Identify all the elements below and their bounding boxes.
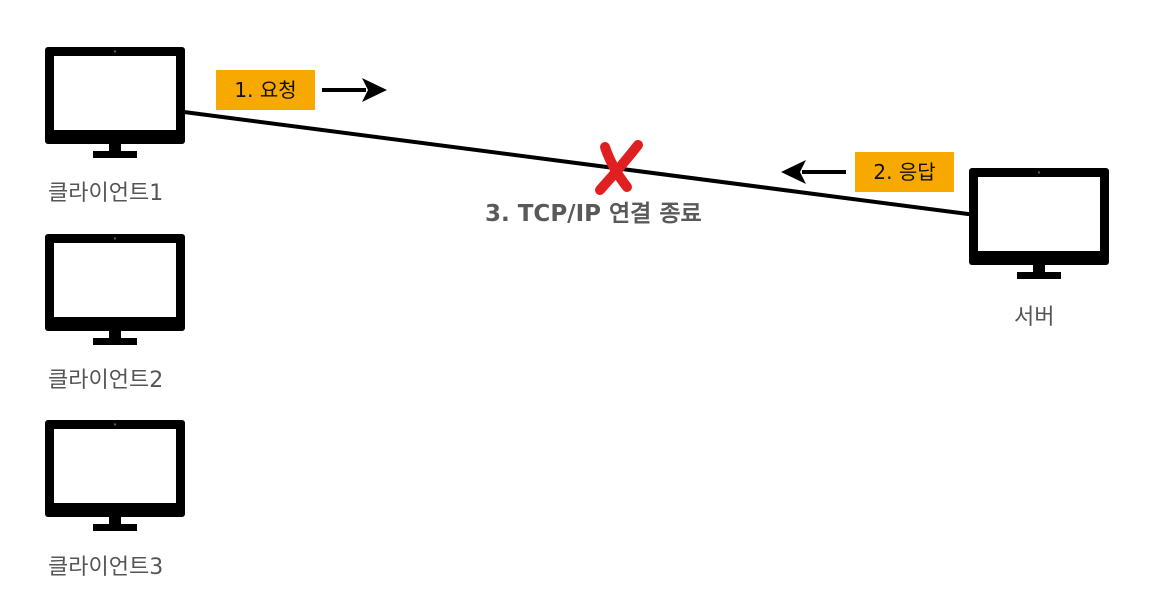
response-arrow-icon xyxy=(781,160,846,184)
client-1-label: 클라이언트1 xyxy=(48,181,164,206)
client-3-monitor-icon xyxy=(45,420,185,531)
request-step-tag: 1. 요청 xyxy=(216,70,315,110)
response-step-tag: 2. 응답 xyxy=(855,152,954,192)
client-3-label: 클라이언트3 xyxy=(48,555,164,580)
client-2-monitor-icon xyxy=(45,234,185,345)
server-monitor-icon xyxy=(969,168,1109,279)
client-1-monitor-icon xyxy=(45,47,185,158)
connection-close-label: 3. TCP/IP 연결 종료 xyxy=(485,201,702,227)
connection-line xyxy=(182,110,970,216)
request-arrow-icon xyxy=(322,78,387,102)
client-2-label: 클라이언트2 xyxy=(48,368,164,393)
disconnect-x-icon xyxy=(595,140,643,195)
server-label: 서버 xyxy=(1014,305,1055,330)
